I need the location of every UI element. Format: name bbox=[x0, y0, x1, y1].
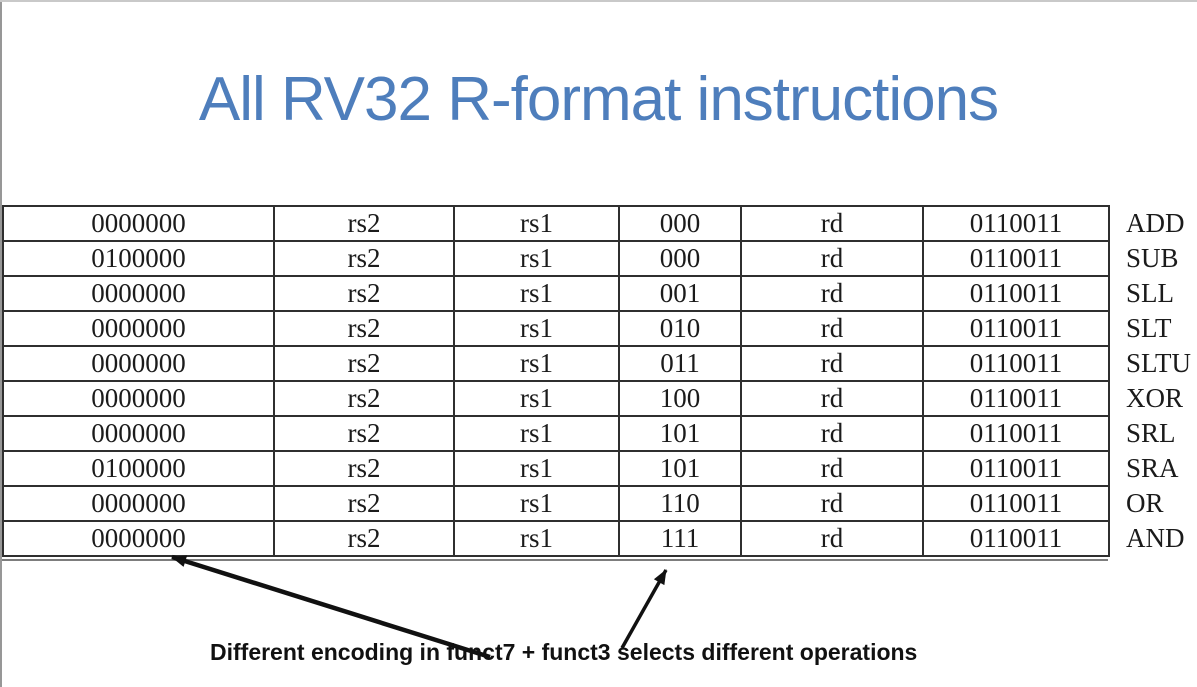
funct7-cell: 0000000 bbox=[2, 345, 275, 382]
funct3-cell: 110 bbox=[618, 485, 742, 522]
opcode-cell: 0110011 bbox=[922, 520, 1110, 557]
rs2-cell: rs2 bbox=[273, 275, 455, 312]
opcode-cell: 0110011 bbox=[922, 345, 1110, 382]
table-outer-bottom-border bbox=[2, 559, 1108, 561]
top-edge-line bbox=[0, 0, 1197, 2]
rs1-cell: rs1 bbox=[453, 345, 620, 382]
opcode-cell: 0110011 bbox=[922, 415, 1110, 452]
rd-cell: rd bbox=[740, 345, 924, 382]
funct7-cell: 0100000 bbox=[2, 240, 275, 277]
table-row: 0000000 rs2 rs1 000 rd 0110011 ADD bbox=[2, 205, 1197, 242]
rs1-cell: rs1 bbox=[453, 485, 620, 522]
table-row: 0100000 rs2 rs1 000 rd 0110011 SUB bbox=[2, 240, 1197, 277]
rs2-cell: rs2 bbox=[273, 450, 455, 487]
table-row: 0000000 rs2 rs1 100 rd 0110011 XOR bbox=[2, 380, 1197, 417]
rs1-cell: rs1 bbox=[453, 415, 620, 452]
rs2-cell: rs2 bbox=[273, 415, 455, 452]
rd-cell: rd bbox=[740, 275, 924, 312]
rs2-cell: rs2 bbox=[273, 240, 455, 277]
mnemonic-cell: OR bbox=[1126, 488, 1164, 518]
funct3-cell: 000 bbox=[618, 240, 742, 277]
rs1-cell: rs1 bbox=[453, 520, 620, 557]
mnemonic-cell: AND bbox=[1126, 523, 1185, 553]
mnemonic-cell: SRL bbox=[1126, 418, 1176, 448]
opcode-cell: 0110011 bbox=[922, 240, 1110, 277]
rd-cell: rd bbox=[740, 450, 924, 487]
funct7-cell: 0000000 bbox=[2, 520, 275, 557]
funct3-cell: 100 bbox=[618, 380, 742, 417]
rs2-cell: rs2 bbox=[273, 485, 455, 522]
funct3-cell: 011 bbox=[618, 345, 742, 382]
rs1-cell: rs1 bbox=[453, 450, 620, 487]
rs1-cell: rs1 bbox=[453, 310, 620, 347]
instruction-table: 0000000 rs2 rs1 000 rd 0110011 ADD 01000… bbox=[2, 205, 1197, 557]
mnemonic-cell: XOR bbox=[1126, 383, 1184, 413]
funct3-cell: 010 bbox=[618, 310, 742, 347]
funct3-cell: 000 bbox=[618, 205, 742, 242]
rd-cell: rd bbox=[740, 380, 924, 417]
arrow-to-funct3-column bbox=[620, 569, 668, 649]
rs1-cell: rs1 bbox=[453, 240, 620, 277]
funct7-cell: 0000000 bbox=[2, 485, 275, 522]
funct3-cell: 101 bbox=[618, 450, 742, 487]
mnemonic-cell: SLTU bbox=[1126, 348, 1192, 378]
opcode-cell: 0110011 bbox=[922, 205, 1110, 242]
table-row: 0000000 rs2 rs1 110 rd 0110011 OR bbox=[2, 485, 1197, 522]
opcode-cell: 0110011 bbox=[922, 485, 1110, 522]
funct7-cell: 0000000 bbox=[2, 275, 275, 312]
opcode-cell: 0110011 bbox=[922, 310, 1110, 347]
funct7-cell: 0100000 bbox=[2, 450, 275, 487]
rd-cell: rd bbox=[740, 310, 924, 347]
funct7-cell: 0000000 bbox=[2, 310, 275, 347]
funct3-cell: 001 bbox=[618, 275, 742, 312]
left-edge-line bbox=[0, 0, 2, 687]
opcode-cell: 0110011 bbox=[922, 275, 1110, 312]
table-row: 0000000 rs2 rs1 010 rd 0110011 SLT bbox=[2, 310, 1197, 347]
opcode-cell: 0110011 bbox=[922, 380, 1110, 417]
rd-cell: rd bbox=[740, 520, 924, 557]
funct7-cell: 0000000 bbox=[2, 205, 275, 242]
instruction-table-body: 0000000 rs2 rs1 000 rd 0110011 ADD 01000… bbox=[2, 205, 1197, 557]
rs2-cell: rs2 bbox=[273, 380, 455, 417]
table-row: 0000000 rs2 rs1 101 rd 0110011 SRL bbox=[2, 415, 1197, 452]
rs1-cell: rs1 bbox=[453, 380, 620, 417]
page-title: All RV32 R-format instructions bbox=[198, 65, 999, 134]
caption-text: Different encoding in funct7 + funct3 se… bbox=[210, 639, 918, 665]
rs2-cell: rs2 bbox=[273, 345, 455, 382]
rd-cell: rd bbox=[740, 485, 924, 522]
funct3-cell: 101 bbox=[618, 415, 742, 452]
funct3-cell: 111 bbox=[618, 520, 742, 557]
mnemonic-cell: SRA bbox=[1126, 453, 1179, 483]
rs1-cell: rs1 bbox=[453, 275, 620, 312]
table-row: 0000000 rs2 rs1 111 rd 0110011 AND bbox=[2, 520, 1197, 557]
funct7-cell: 0000000 bbox=[2, 415, 275, 452]
rs2-cell: rs2 bbox=[273, 520, 455, 557]
rs2-cell: rs2 bbox=[273, 205, 455, 242]
table-row: 0100000 rs2 rs1 101 rd 0110011 SRA bbox=[2, 450, 1197, 487]
rd-cell: rd bbox=[740, 415, 924, 452]
opcode-cell: 0110011 bbox=[922, 450, 1110, 487]
rs1-cell: rs1 bbox=[453, 205, 620, 242]
table-row: 0000000 rs2 rs1 001 rd 0110011 SLL bbox=[2, 275, 1197, 312]
mnemonic-cell: SUB bbox=[1126, 243, 1179, 273]
mnemonic-cell: SLT bbox=[1126, 313, 1172, 343]
rs2-cell: rs2 bbox=[273, 310, 455, 347]
mnemonic-cell: ADD bbox=[1126, 208, 1185, 238]
table-row: 0000000 rs2 rs1 011 rd 0110011 SLTU bbox=[2, 345, 1197, 382]
mnemonic-cell: SLL bbox=[1126, 278, 1175, 308]
rd-cell: rd bbox=[740, 205, 924, 242]
funct7-cell: 0000000 bbox=[2, 380, 275, 417]
rd-cell: rd bbox=[740, 240, 924, 277]
